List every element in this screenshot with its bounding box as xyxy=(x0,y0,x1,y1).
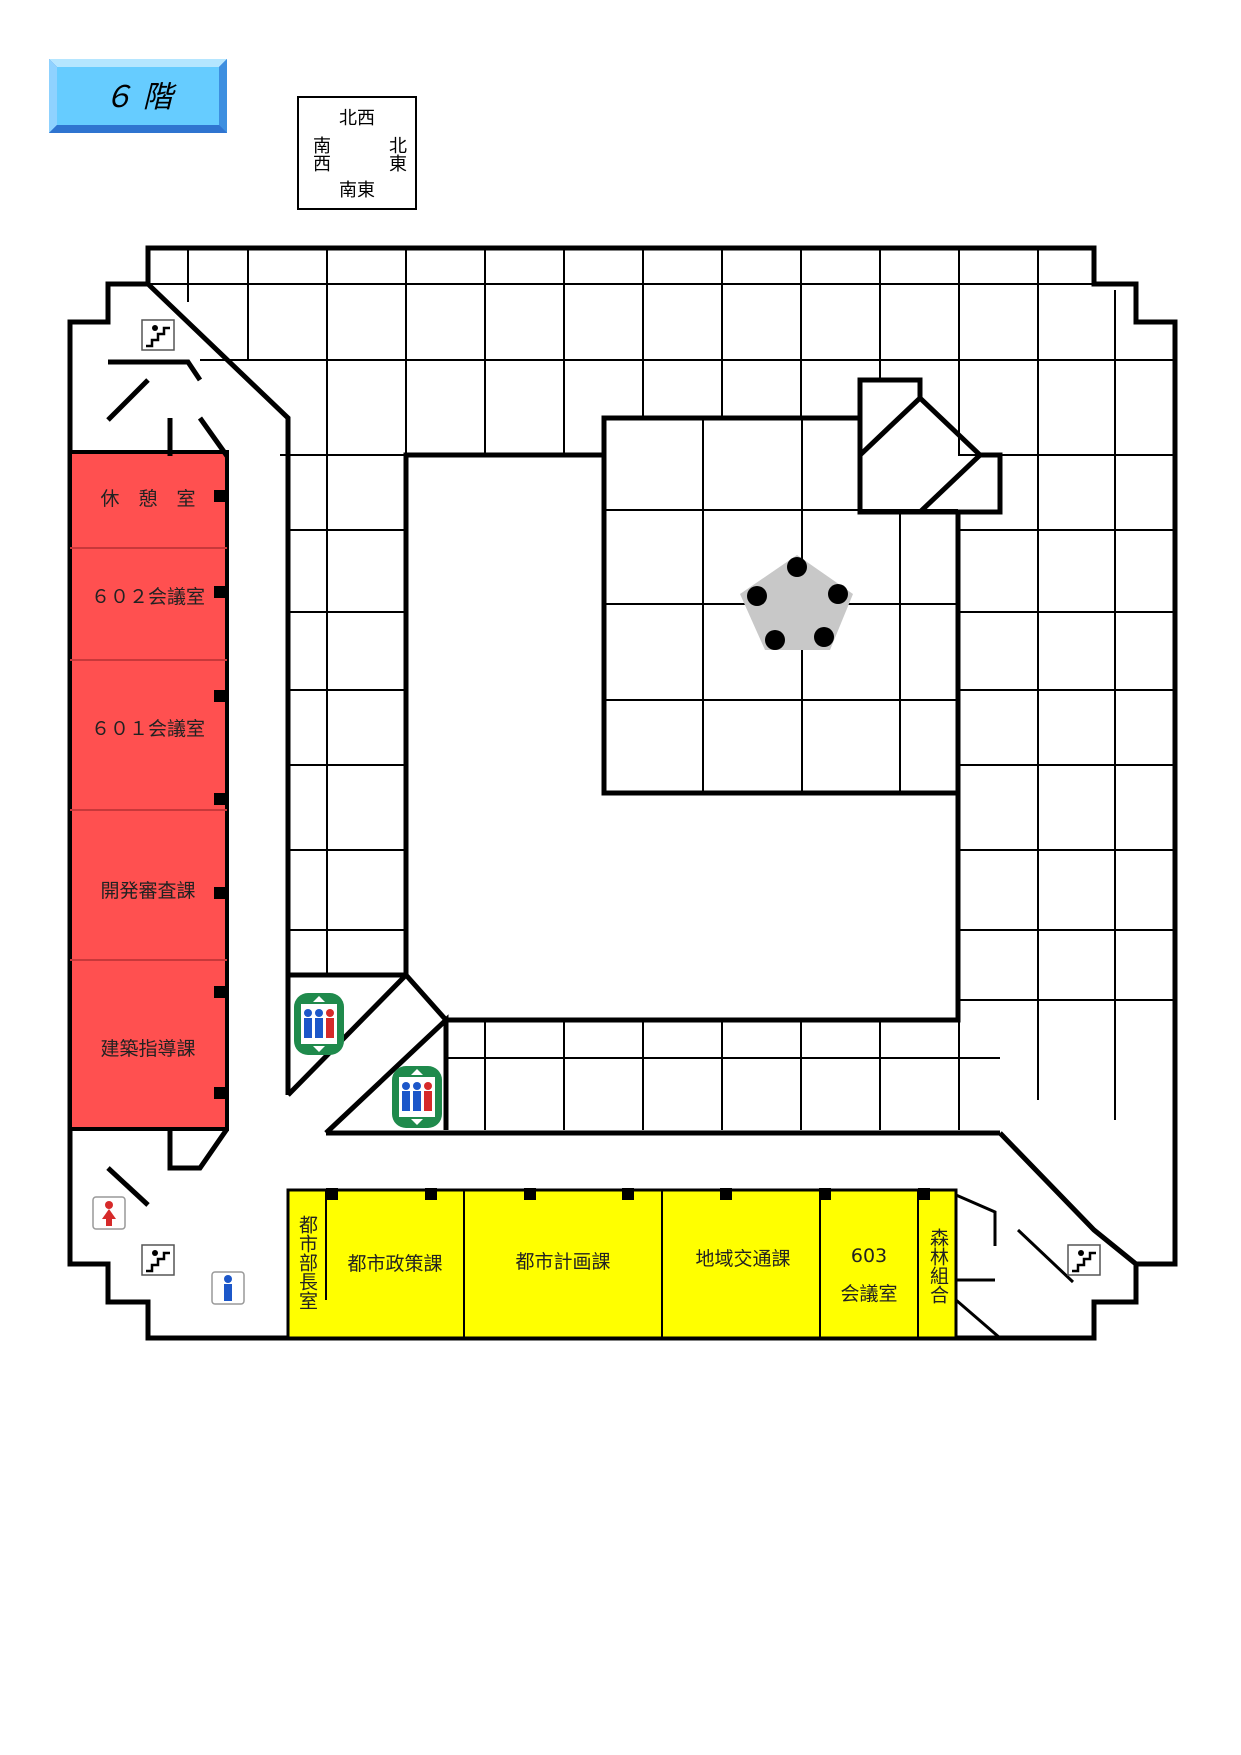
room-toshibuchou[interactable]: 都市部長室 xyxy=(296,1215,318,1310)
compass-northeast: 北東 xyxy=(386,136,407,172)
west-rooms: 休 憩 室 ６０２会議室 ６０１会議室 開発審査課 建築指導課 xyxy=(68,450,229,1131)
room-chiikikoutsu[interactable]: 地域交通課 xyxy=(695,1248,790,1270)
compass-southeast: 南東 xyxy=(339,180,375,201)
elevator-icon xyxy=(392,1066,442,1128)
room-toshikeikaku[interactable]: 都市計画課 xyxy=(515,1251,610,1273)
pentagon-atrium-marker xyxy=(740,555,853,650)
room-toshiseisaku[interactable]: 都市政策課 xyxy=(347,1253,442,1275)
room-kaihatsu[interactable]: 開発審査課 xyxy=(100,880,195,902)
elevator-icon xyxy=(294,993,344,1055)
womens-restroom-icon xyxy=(92,1196,126,1230)
room-kaigi602[interactable]: ６０２会議室 xyxy=(91,586,205,608)
room-kaigi603-name[interactable]: 会議室 xyxy=(840,1283,897,1305)
compass-northwest: 北西 xyxy=(339,108,375,129)
west-rooms-block xyxy=(68,450,229,1131)
floor-title: ６ 階 xyxy=(103,80,177,115)
southeast-walls xyxy=(955,1193,1075,1340)
room-kenchiku[interactable]: 建築指導課 xyxy=(100,1038,195,1060)
room-kyukeishitsu[interactable]: 休 憩 室 xyxy=(100,488,195,510)
room-kaigi603-number[interactable]: 603 xyxy=(851,1245,887,1267)
stairs-icon xyxy=(141,1244,175,1276)
south-rooms-block xyxy=(286,1188,958,1340)
stairs-icon xyxy=(141,319,175,351)
stairs-icon xyxy=(1067,1244,1101,1276)
inner-walls xyxy=(106,282,1138,1266)
room-shinrin[interactable]: 森林組合 xyxy=(927,1228,949,1304)
compass-box: 北西 南西 北東 南東 xyxy=(297,96,417,210)
south-rooms: 都市部長室 都市政策課 都市計画課 地域交通課 603 会議室 森林組合 xyxy=(286,1188,958,1340)
mens-restroom-icon xyxy=(211,1271,245,1305)
floor-title-badge: ６ 階 xyxy=(49,59,227,133)
compass-southwest: 南西 xyxy=(310,136,331,172)
room-kaigi601[interactable]: ６０１会議室 xyxy=(91,718,205,740)
